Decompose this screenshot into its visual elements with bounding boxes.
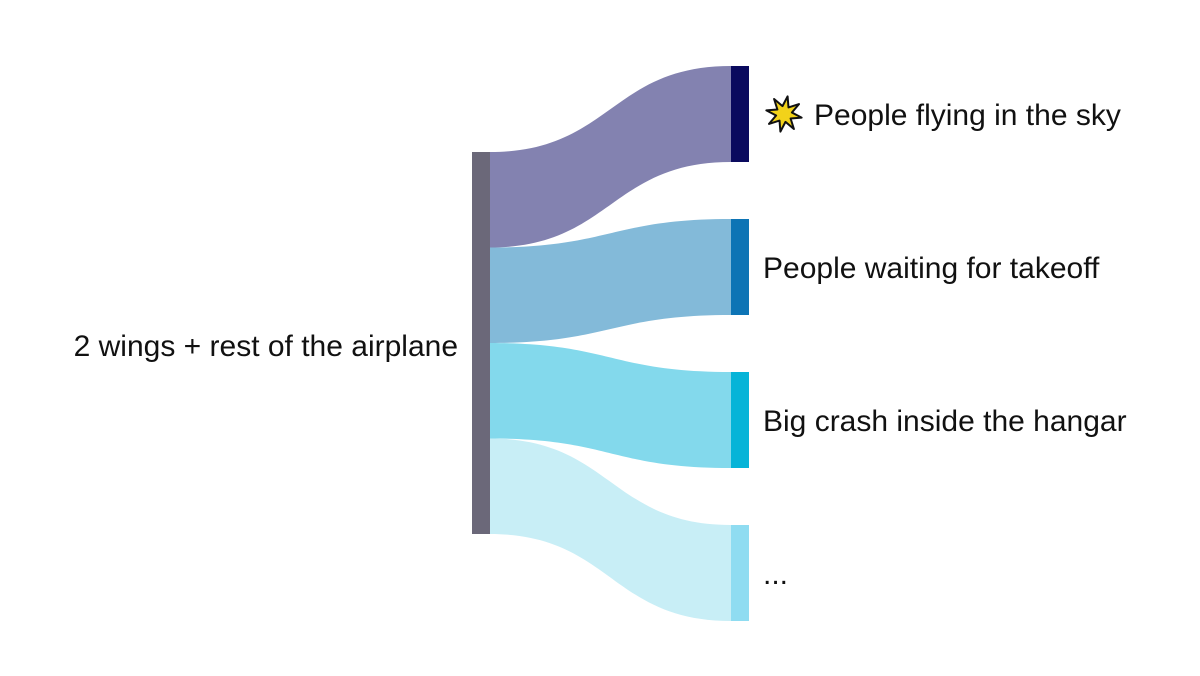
sankey-links <box>490 66 731 621</box>
sankey-link-1 <box>490 219 731 343</box>
target-label-0: People flying in the sky <box>814 99 1121 132</box>
target-label-3: ... <box>763 558 788 591</box>
source-node <box>472 152 490 534</box>
source-label: 2 wings + rest of the airplane <box>74 330 458 363</box>
collision-star-icon <box>765 95 803 133</box>
sankey-link-0 <box>490 66 731 248</box>
target-node-1 <box>731 219 749 315</box>
target-nodes <box>731 66 749 621</box>
sankey-link-3 <box>490 438 731 621</box>
target-label-1: People waiting for takeoff <box>763 252 1100 285</box>
target-node-3 <box>731 525 749 621</box>
sankey-link-2 <box>490 343 731 468</box>
target-node-2 <box>731 372 749 468</box>
target-label-2: Big crash inside the hangar <box>763 405 1127 438</box>
target-node-0 <box>731 66 749 162</box>
